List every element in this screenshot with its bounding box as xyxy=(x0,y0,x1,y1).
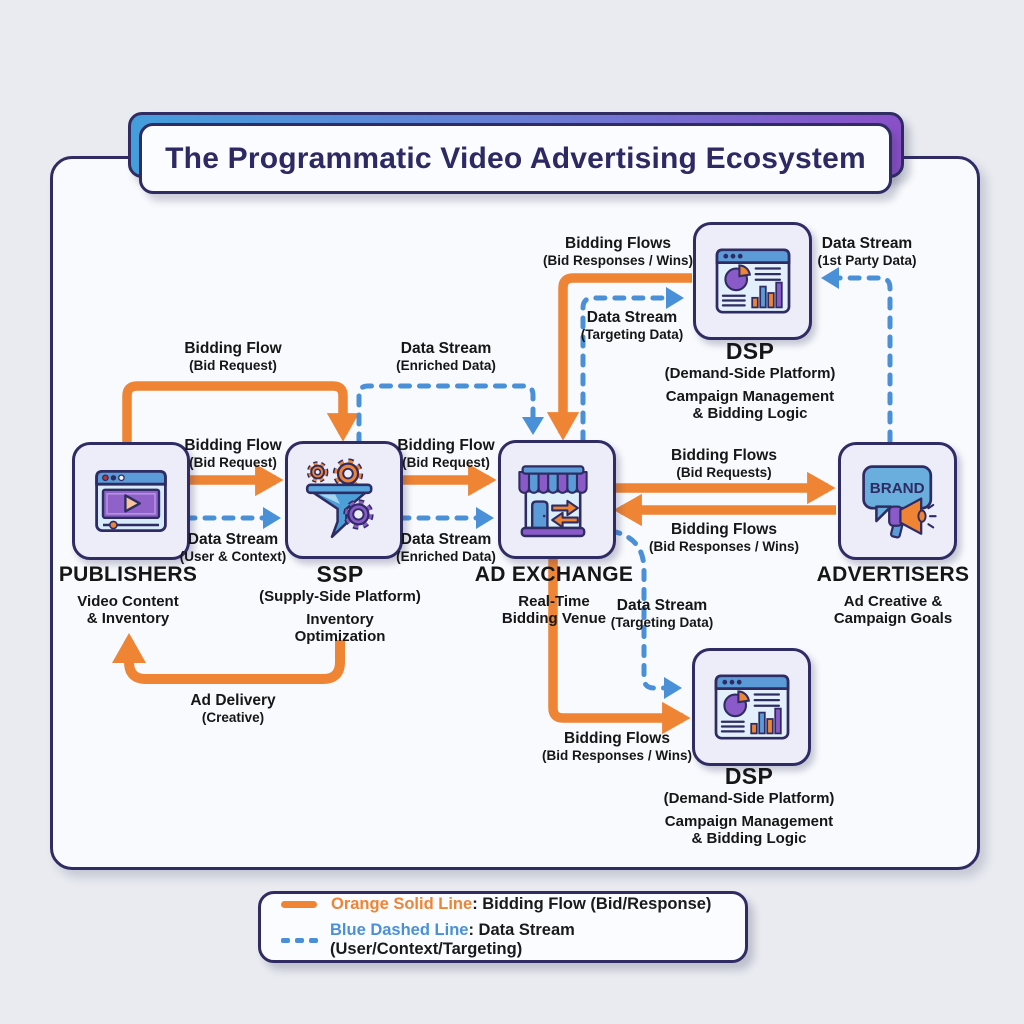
legend-blue-label: Blue Dashed Line xyxy=(330,921,469,939)
legend-row-orange: Orange Solid Line: Bidding Flow (Bid/Res… xyxy=(281,895,745,914)
storefront-exchange-arrows-icon xyxy=(518,464,588,537)
flow-label-bidding-adx-dspbottom: Bidding Flows (Bid Responses / Wins) xyxy=(542,730,692,763)
ad-exchange-label: AD EXCHANGE Real-Time Bidding Venue xyxy=(474,563,634,627)
legend: Orange Solid Line: Bidding Flow (Bid/Res… xyxy=(258,891,748,963)
flow-label-bidding-advertisers-adx: Bidding Flows (Bid Responses / Wins) xyxy=(649,521,799,554)
video-player-browser-icon xyxy=(95,470,167,532)
flow-label-bidding-ssp-adx: Bidding Flow (Bid Request) xyxy=(397,437,495,470)
dsp-bottom-title: DSP xyxy=(724,763,774,789)
brand-speech-bubble-megaphone-icon: BRAND xyxy=(861,465,937,539)
flow-label-data-ssp-adx-loop: Data Stream (Enriched Data) xyxy=(396,340,496,373)
ssp-card xyxy=(285,441,403,559)
ssp-label: SSP (Supply-Side Platform) Inventory Opt… xyxy=(259,561,421,645)
advertisers-label: ADVERTISERS Ad Creative & Campaign Goals xyxy=(816,563,970,627)
funnel-gears-icon xyxy=(305,458,374,539)
advertisers-card: BRAND xyxy=(838,442,957,560)
dsp-bottom-card xyxy=(692,648,811,766)
flow-label-data-advertisers-dsptop: Data Stream (1st Party Data) xyxy=(817,235,917,268)
ssp-title: SSP xyxy=(316,561,364,587)
flow-label-ad-delivery: Ad Delivery (Creative) xyxy=(190,692,276,725)
legend-row-blue: Blue Dashed Line: Data Stream (User/Cont… xyxy=(281,921,745,959)
flow-label-bidding-dsptop-adx: Bidding Flows (Bid Responses / Wins) xyxy=(543,235,693,268)
analytics-dashboard-icon xyxy=(715,248,790,314)
publishers-card xyxy=(72,442,190,560)
legend-orange-desc: : Bidding Flow (Bid/Response) xyxy=(472,895,712,913)
page-title: The Programmatic Video Advertising Ecosy… xyxy=(165,141,866,175)
publishers-label: PUBLISHERS Video Content & Inventory xyxy=(58,563,198,627)
flow-label-bidding-pub-ssp-loop: Bidding Flow (Bid Request) xyxy=(184,340,282,373)
dsp-top-card xyxy=(693,222,812,340)
analytics-dashboard-icon xyxy=(714,674,789,740)
ad-exchange-title: AD EXCHANGE xyxy=(474,563,634,586)
flow-label-bidding-adx-advertisers: Bidding Flows (Bid Requests) xyxy=(671,447,777,480)
orange-solid-line-swatch xyxy=(281,901,319,908)
blue-dashed-line-swatch xyxy=(281,937,318,943)
dsp-bottom-label: DSP (Demand-Side Platform) Campaign Mana… xyxy=(663,763,835,847)
brand-text: BRAND xyxy=(869,480,924,497)
flow-label-bidding-pub-ssp: Bidding Flow (Bid Request) xyxy=(184,437,282,470)
dsp-top-label: DSP (Demand-Side Platform) Campaign Mana… xyxy=(664,338,836,422)
flow-label-data-adx-dsptop: Data Stream (Targeting Data) xyxy=(580,309,684,342)
flow-label-data-adx-dspbottom: Data Stream (Targeting Data) xyxy=(610,597,714,630)
legend-orange-label: Orange Solid Line xyxy=(331,895,473,913)
ad-exchange-card xyxy=(498,440,616,559)
dsp-top-title: DSP xyxy=(725,338,775,364)
advertisers-title: ADVERTISERS xyxy=(816,563,970,586)
flow-label-data-ssp-adx: Data Stream (Enriched Data) xyxy=(396,531,496,564)
publishers-title: PUBLISHERS xyxy=(58,563,198,586)
title-banner: The Programmatic Video Advertising Ecosy… xyxy=(139,123,892,194)
legend-blue-desc: : Data Stream (User/Context/Targeting) xyxy=(330,921,575,958)
flow-label-data-pub-ssp: Data Stream (User & Context) xyxy=(179,531,287,564)
